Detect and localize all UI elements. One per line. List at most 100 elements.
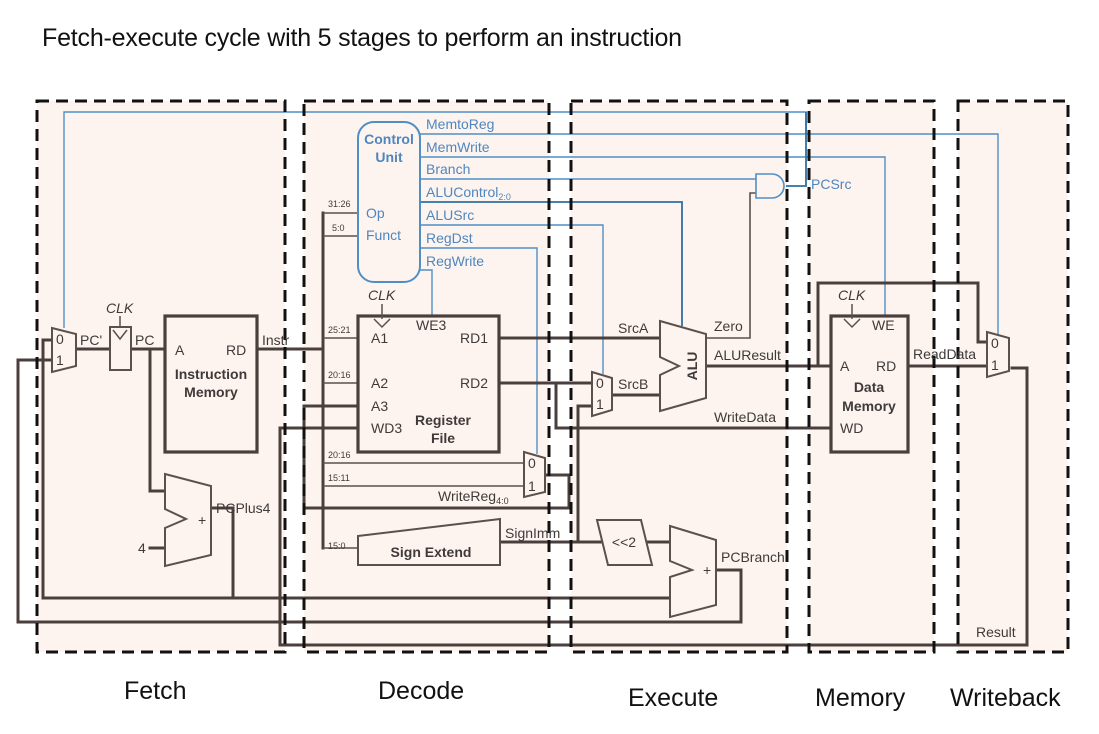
datapath-wires — [16, 192, 1029, 647]
pcplus4-label: PCPlus4 — [216, 500, 271, 516]
shift-left-2: <<2 — [595, 519, 654, 566]
stage-label-memory: Memory — [815, 684, 906, 712]
field-funct: 5:0 — [332, 223, 345, 233]
srcb-label: SrcB — [618, 376, 648, 392]
data-memory: CLK WE A RD Data Memory WD ReadData — [829, 287, 976, 454]
stage-borders — [35, 99, 1070, 654]
control-op-label: Op — [366, 205, 385, 221]
wire-regwrite — [420, 269, 433, 318]
result-label: Result — [976, 624, 1016, 640]
svg-text:CLK: CLK — [368, 287, 396, 303]
svg-text:1: 1 — [56, 352, 64, 368]
instruction-field-labels: 31:26 5:0 25:21 20:16 20:16 15:11 15:0 — [328, 199, 351, 551]
alu: ALU Zero ALUResult WriteData — [659, 318, 781, 425]
pcsrc-label: PCSrc — [811, 176, 851, 192]
svg-text:Register: Register — [415, 412, 472, 428]
signal-alucontrol: ALUControl2:0 — [426, 184, 511, 202]
writedata-label: WriteData — [714, 409, 776, 425]
svg-text:1: 1 — [528, 478, 536, 494]
signal-regdst: RegDst — [426, 230, 473, 246]
svg-text:Instruction: Instruction — [175, 366, 247, 382]
wire-alucontrol — [420, 201, 683, 326]
svg-text:RD: RD — [876, 358, 896, 374]
svg-text:CLK: CLK — [838, 287, 866, 303]
svg-text:0: 0 — [596, 375, 604, 391]
svg-text:A3: A3 — [371, 398, 388, 414]
svg-text:A: A — [840, 358, 850, 374]
writereg-label: WriteReg4:0 — [438, 488, 509, 506]
svg-text:WE: WE — [872, 317, 895, 333]
field-rt2: 20:16 — [328, 450, 351, 460]
stage-label-execute: Execute — [628, 684, 719, 712]
wire-alusrc — [420, 224, 604, 374]
svg-text:+: + — [703, 562, 711, 578]
stage-execute-border — [569, 99, 789, 654]
signal-alusrc: ALUSrc — [426, 207, 474, 223]
control-unit-title-2: Unit — [375, 149, 403, 165]
svg-text:File: File — [431, 430, 455, 446]
stage-label-writeback: Writeback — [950, 684, 1061, 712]
constant-four: 4 — [138, 540, 146, 556]
svg-text:Sign Extend: Sign Extend — [391, 544, 472, 560]
wire-memtoreg-wb — [806, 133, 999, 336]
svg-text:WD: WD — [840, 420, 863, 436]
register-file: CLK A1 WE3 RD1 A2 RD2 A3 WD3 Register Fi… — [356, 287, 501, 454]
svg-text:RD: RD — [226, 342, 246, 358]
stage-writeback-border — [956, 99, 1070, 654]
signal-branch: Branch — [426, 161, 470, 177]
pcplus4-adder: + PCPlus4 4 — [138, 472, 271, 568]
svg-text:A1: A1 — [371, 330, 388, 346]
svg-text:0: 0 — [56, 331, 64, 347]
stage-label-fetch: Fetch — [124, 677, 187, 705]
stage-memory-border — [807, 99, 936, 654]
svg-text:1: 1 — [596, 396, 604, 412]
stage-writeback-bg — [958, 101, 1068, 652]
svg-text:Memory: Memory — [184, 384, 238, 400]
stage-decode-border — [302, 99, 551, 654]
svg-text:WE3: WE3 — [416, 317, 447, 333]
field-rd: 15:11 — [328, 473, 350, 483]
signal-memwrite: MemWrite — [426, 139, 490, 155]
aluresult-label: ALUResult — [714, 347, 781, 363]
wire-regdst — [420, 247, 538, 454]
wire-memwrite — [420, 156, 886, 318]
regdst-mux: 0 1 WriteReg4:0 — [438, 450, 546, 506]
control-unit-title-1: Control — [364, 131, 414, 147]
field-rt: 20:16 — [328, 370, 351, 380]
svg-text:RD1: RD1 — [460, 330, 488, 346]
svg-text:<<2: <<2 — [612, 534, 636, 550]
svg-text:1: 1 — [991, 357, 999, 373]
pc-label: PC — [135, 332, 154, 348]
zero-label: Zero — [714, 318, 743, 334]
writeback-mux: 0 1 Result — [976, 330, 1016, 640]
svg-text:WD3: WD3 — [371, 420, 402, 436]
signal-regwrite: RegWrite — [426, 253, 484, 269]
svg-text:Memory: Memory — [842, 398, 896, 414]
control-wires — [63, 111, 999, 454]
pcbranch-adder: + PCBranch — [669, 524, 785, 619]
svg-text:RD2: RD2 — [460, 375, 488, 391]
field-imm: 15:0 — [328, 541, 346, 551]
instr-label: Instr — [262, 332, 290, 348]
srcb-mux: 0 1 SrcB SrcA — [591, 320, 649, 418]
and-gate: PCSrc — [755, 173, 851, 199]
signal-memtoreg: MemtoReg — [426, 116, 494, 132]
sign-extend: Sign Extend SignImm — [357, 517, 560, 566]
svg-text:A2: A2 — [371, 375, 388, 391]
svg-text:A: A — [175, 342, 185, 358]
field-rs: 25:21 — [328, 325, 351, 335]
signimm-label: SignImm — [505, 525, 560, 541]
srca-label: SrcA — [618, 320, 649, 336]
instruction-memory: A RD Instruction Memory Instr — [163, 314, 290, 454]
control-unit: Control Unit Op Funct MemtoReg MemWrite … — [357, 116, 511, 283]
control-funct-label: Funct — [366, 227, 401, 243]
stage-fetch-border — [35, 99, 287, 654]
wire-pcsrc — [786, 112, 807, 187]
readdata-label: ReadData — [913, 346, 976, 362]
pc-mux: 0 1 PC' — [51, 326, 102, 374]
svg-text:+: + — [198, 512, 206, 528]
svg-text:ALU: ALU — [684, 352, 700, 381]
svg-text:Data: Data — [854, 379, 885, 395]
pc-clk-label: CLK — [106, 300, 134, 316]
